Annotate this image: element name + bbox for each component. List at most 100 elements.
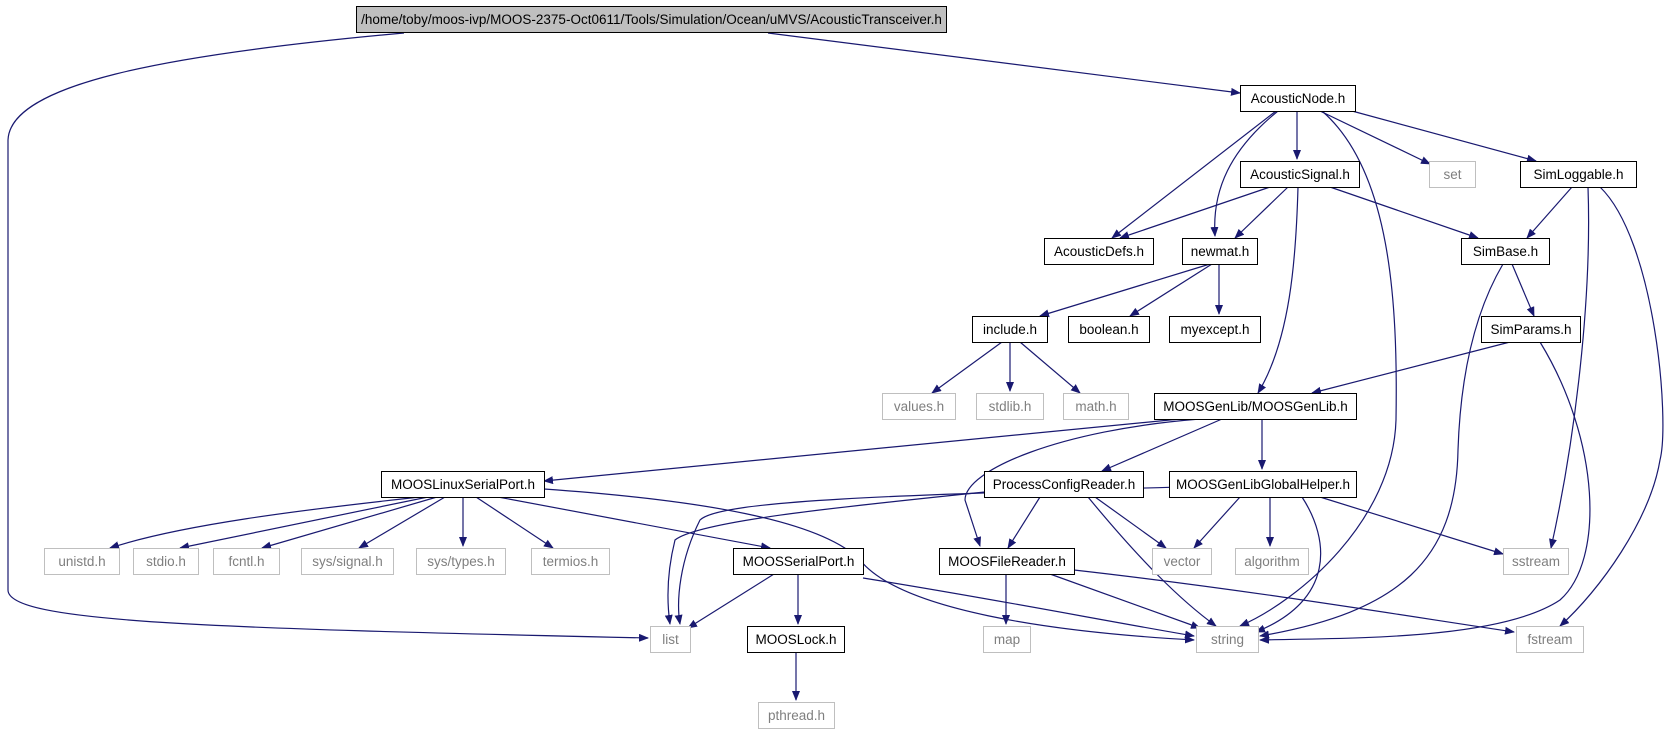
node-box bbox=[1063, 393, 1129, 420]
edge-linuxserial-to-termios bbox=[475, 496, 554, 549]
node-label: include.h bbox=[983, 322, 1037, 337]
node-string: string bbox=[1196, 626, 1259, 653]
node-moosgenlib[interactable]: MOOSGenLib/MOOSGenLib.h bbox=[1154, 393, 1357, 420]
node-root[interactable]: /home/toby/moos-ivp/MOOS-2375-Oct0611/To… bbox=[356, 6, 947, 33]
node-box bbox=[1235, 548, 1309, 575]
node-box bbox=[1044, 238, 1154, 265]
node-set: set bbox=[1429, 161, 1476, 188]
node-pthread: pthread.h bbox=[758, 702, 835, 729]
edge-filereader-to-string bbox=[1049, 573, 1201, 629]
node-label: AcousticSignal.h bbox=[1250, 167, 1350, 182]
node-box bbox=[1169, 471, 1357, 498]
node-unistd: unistd.h bbox=[44, 548, 120, 575]
node-box bbox=[416, 548, 506, 575]
node-label: MOOSGenLibGlobalHelper.h bbox=[1176, 477, 1350, 492]
node-label: MOOSLinuxSerialPort.h bbox=[391, 477, 535, 492]
edge-simloggable-to-sstream bbox=[1549, 186, 1590, 549]
edge-moosgenlib-to-filereader bbox=[964, 418, 1201, 547]
node-box bbox=[1182, 238, 1258, 265]
edge-linuxserial-to-fcntl bbox=[261, 496, 438, 550]
node-label: sys/types.h bbox=[427, 554, 495, 569]
node-math: math.h bbox=[1063, 393, 1129, 420]
edge-acousticsignal-to-newmat bbox=[1234, 186, 1289, 239]
node-mooslock[interactable]: MOOSLock.h bbox=[747, 626, 845, 653]
edge-filereader-to-fstream bbox=[1073, 569, 1515, 635]
node-label: SimParams.h bbox=[1490, 322, 1571, 337]
node-box bbox=[983, 626, 1031, 653]
edge-moosgenlib-to-linuxserial bbox=[543, 418, 1181, 485]
edge-simparams-to-string bbox=[1259, 341, 1591, 644]
edge-simloggable-to-simbase bbox=[1526, 186, 1573, 239]
node-box bbox=[1152, 548, 1212, 575]
edge-simbase-to-simparams bbox=[1511, 263, 1535, 317]
node-box bbox=[758, 702, 835, 729]
edge-acousticnode-to-string bbox=[1239, 110, 1397, 627]
node-box bbox=[133, 548, 199, 575]
node-label: AcousticNode.h bbox=[1251, 91, 1346, 106]
edge-newmat-to-boolean bbox=[1129, 263, 1213, 317]
node-boolean[interactable]: boolean.h bbox=[1068, 316, 1150, 343]
edge-simloggable-to-fstream bbox=[1559, 186, 1664, 627]
node-label: sys/signal.h bbox=[312, 554, 383, 569]
node-label: MOOSGenLib/MOOSGenLib.h bbox=[1163, 399, 1348, 414]
node-stdio: stdio.h bbox=[133, 548, 199, 575]
node-myexcept[interactable]: myexcept.h bbox=[1169, 316, 1261, 343]
node-box bbox=[976, 393, 1044, 420]
node-label: MOOSSerialPort.h bbox=[743, 554, 855, 569]
node-label: SimBase.h bbox=[1473, 244, 1538, 259]
node-serialport[interactable]: MOOSSerialPort.h bbox=[733, 548, 864, 575]
node-box bbox=[1481, 316, 1581, 343]
node-box bbox=[1503, 548, 1569, 575]
node-box bbox=[213, 548, 280, 575]
node-include[interactable]: include.h bbox=[972, 316, 1048, 343]
edge-acousticsignal-to-simbase bbox=[1329, 186, 1479, 239]
node-label: MOOSFileReader.h bbox=[948, 554, 1066, 569]
node-list: list bbox=[650, 626, 691, 653]
node-acousticsignal[interactable]: AcousticSignal.h bbox=[1240, 161, 1360, 188]
node-box bbox=[531, 548, 610, 575]
node-label: newmat.h bbox=[1191, 244, 1250, 259]
node-filereader[interactable]: MOOSFileReader.h bbox=[939, 548, 1075, 575]
edge-linuxserial-to-serialport bbox=[497, 496, 771, 551]
edge-simparams-to-moosgenlib bbox=[1311, 341, 1511, 395]
node-simloggable[interactable]: SimLoggable.h bbox=[1520, 161, 1637, 188]
edge-acousticsignal-to-acousticdefs bbox=[1119, 186, 1271, 239]
node-box bbox=[381, 471, 545, 498]
edge-linuxserial-to-string bbox=[543, 488, 1195, 644]
node-label: boolean.h bbox=[1079, 322, 1138, 337]
node-box bbox=[301, 548, 394, 575]
node-fstream: fstream bbox=[1516, 626, 1584, 653]
node-linuxserial[interactable]: MOOSLinuxSerialPort.h bbox=[381, 471, 545, 498]
node-simparams[interactable]: SimParams.h bbox=[1481, 316, 1581, 343]
edge-include-to-values bbox=[931, 341, 1003, 394]
node-label: string bbox=[1211, 632, 1244, 647]
node-acousticnode[interactable]: AcousticNode.h bbox=[1240, 85, 1356, 112]
node-values: values.h bbox=[882, 393, 956, 420]
edge-include-to-math bbox=[1019, 341, 1081, 394]
node-acousticdefs[interactable]: AcousticDefs.h bbox=[1044, 238, 1154, 265]
node-vector: vector bbox=[1152, 548, 1212, 575]
edge-serialport-to-list bbox=[687, 573, 775, 629]
node-processconfig[interactable]: ProcessConfigReader.h bbox=[984, 471, 1144, 498]
node-label: sstream bbox=[1512, 554, 1560, 569]
edge-globalhelper-to-vector bbox=[1193, 496, 1241, 549]
node-newmat[interactable]: newmat.h bbox=[1182, 238, 1258, 265]
edge-acousticsignal-to-moosgenlib bbox=[1257, 186, 1299, 394]
edge-globalhelper-to-string bbox=[1255, 496, 1322, 633]
node-box bbox=[939, 548, 1075, 575]
node-label: list bbox=[662, 632, 679, 647]
node-globalhelper[interactable]: MOOSGenLibGlobalHelper.h bbox=[1169, 471, 1357, 498]
node-termios: termios.h bbox=[531, 548, 610, 575]
edge-root-to-acousticnode bbox=[767, 32, 1241, 96]
node-systypes: sys/types.h bbox=[416, 548, 506, 575]
edge-processconfig-to-filereader bbox=[1007, 496, 1041, 549]
edge-moosgenlib-to-processconfig bbox=[1101, 418, 1223, 472]
node-simbase[interactable]: SimBase.h bbox=[1461, 238, 1550, 265]
node-box bbox=[650, 626, 691, 653]
node-label: math.h bbox=[1075, 399, 1116, 414]
node-box bbox=[972, 316, 1048, 343]
node-box bbox=[44, 548, 120, 575]
node-label: values.h bbox=[894, 399, 944, 414]
node-box bbox=[1240, 161, 1360, 188]
node-label: stdio.h bbox=[146, 554, 186, 569]
